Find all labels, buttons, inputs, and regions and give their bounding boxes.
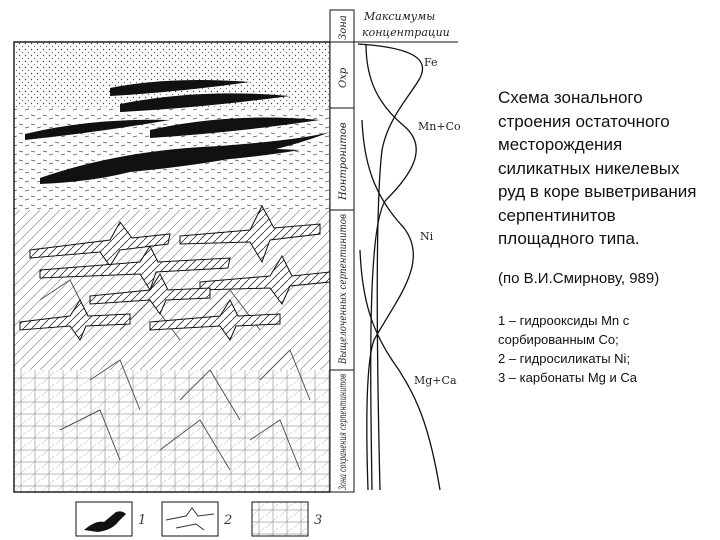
concentration-column: Максимумы концентрации Fe Mn+Co Ni Mg+Ca bbox=[354, 10, 461, 491]
mg-ca-curve bbox=[359, 249, 441, 491]
mn-co-hydroxide-lenses bbox=[25, 80, 330, 184]
zone-column: Зона Охр Нонтронитов Выщелоченных серпен… bbox=[329, 9, 355, 493]
zone-header: Зона bbox=[338, 15, 349, 40]
maxima-header-line1: Максимумы bbox=[363, 10, 435, 23]
mn-co-curve bbox=[365, 43, 417, 491]
figure-legend: 1 2 3 bbox=[75, 501, 322, 537]
ore-zonation-diagram: Зона Охр Нонтронитов Выщелоченных серпен… bbox=[13, 9, 461, 537]
legend-ni-swatch bbox=[165, 507, 215, 531]
zone-preserved-label: Зона сохранения серпентинитов bbox=[338, 374, 349, 490]
legend-item-3: 3 – карбонаты Mg и Ca bbox=[498, 369, 637, 385]
legend-number-2: 2 bbox=[223, 513, 232, 528]
ni-curve bbox=[361, 119, 415, 491]
legend-list: 1 – гидрооксиды Mn с сорбированным Co; 2… bbox=[498, 311, 708, 387]
legend-number-1: 1 bbox=[138, 513, 146, 528]
maxima-header-line2: концентрации bbox=[362, 26, 450, 39]
curve-label-fe: Fe bbox=[424, 56, 438, 69]
caption-block: Схема зонального строения остаточного ме… bbox=[498, 86, 708, 387]
caption-source: (по В.И.Смирнову, 989) bbox=[498, 269, 660, 287]
caption-title: Схема зонального строения остаточного ме… bbox=[498, 88, 697, 248]
zone-leached-label: Выщелоченных серпентинитов bbox=[338, 214, 349, 365]
curve-label-ni: Ni bbox=[420, 230, 434, 243]
zone-ochre-label: Охр bbox=[338, 67, 349, 88]
curve-label-mg-ca: Mg+Ca bbox=[414, 374, 457, 387]
legend-number-3: 3 bbox=[314, 513, 322, 528]
zone-nontronite-label: Нонтронитов bbox=[338, 122, 349, 201]
preserved-serpentinite-zone-fill bbox=[14, 370, 330, 492]
curve-label-mn-co: Mn+Co bbox=[418, 120, 461, 133]
legend-item-2: 2 – гидросиликаты Ni; bbox=[498, 350, 631, 366]
geologic-section bbox=[13, 41, 331, 493]
legend-mn-co-swatch bbox=[84, 511, 126, 532]
fe-curve bbox=[357, 43, 424, 491]
legend-item-1: 1 – гидрооксиды Mn с сорбированным Co; bbox=[498, 312, 630, 347]
